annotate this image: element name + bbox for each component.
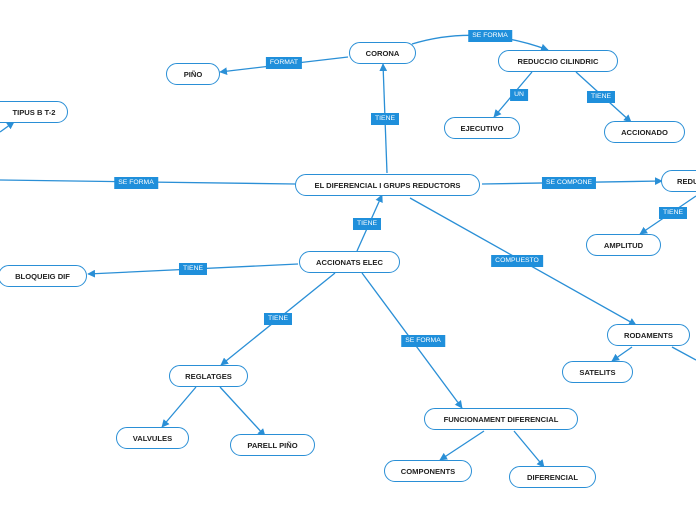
node-funcionament[interactable]: FUNCIONAMENT DIFERENCIAL xyxy=(424,408,578,430)
node-ejecutivo[interactable]: EJECUTIVO xyxy=(444,117,520,139)
node-central[interactable]: EL DIFERENCIAL I GRUPS REDUCTORS xyxy=(295,174,480,196)
tag-tiene-reglatges: TIENE xyxy=(263,313,293,325)
tag-tiene-amplitud: TIENE xyxy=(658,207,688,219)
node-corona[interactable]: CORONA xyxy=(349,42,416,64)
tag-compuesto: COMPUESTO xyxy=(491,255,543,267)
node-rodaments[interactable]: RODAMENTS xyxy=(607,324,690,346)
node-parell-pinyo[interactable]: PARELL PIÑO xyxy=(230,434,315,456)
node-accionado[interactable]: ACCIONADO xyxy=(604,121,685,143)
tag-tiene-accionado: TIENE xyxy=(586,91,616,103)
node-tipus-b[interactable]: TIPUS B T-2 xyxy=(0,101,68,123)
tag-tiene-bloqueig: TIENE xyxy=(178,263,208,275)
node-bloqueig-dif[interactable]: BLOQUEIG DIF xyxy=(0,265,87,287)
edge-left-tipusb xyxy=(0,121,15,133)
node-diferencial[interactable]: DIFERENCIAL xyxy=(509,466,596,488)
edge-rodaments-satelits xyxy=(611,346,633,362)
tag-se-compone: SE COMPONE xyxy=(541,177,597,189)
tag-tiene-accionats: TIENE xyxy=(352,218,382,230)
edge-func-diferencial xyxy=(513,430,545,468)
node-redu[interactable]: REDU xyxy=(661,170,696,192)
node-pinyo[interactable]: PIÑO xyxy=(166,63,220,85)
node-reglatges[interactable]: REGLATGES xyxy=(169,365,248,387)
edge-rodaments-right xyxy=(671,346,696,361)
edge-reglatges-valvules xyxy=(161,386,197,428)
edge-func-components xyxy=(439,430,485,461)
node-accionats-elec[interactable]: ACCIONATS ELEC xyxy=(299,251,400,273)
tag-un: UN xyxy=(510,89,528,101)
tag-se-forma-left: SE FORMA xyxy=(114,177,158,189)
node-satelits[interactable]: SATELITS xyxy=(562,361,633,383)
node-components[interactable]: COMPONENTS xyxy=(384,460,472,482)
tag-se-forma-top: SE FORMA xyxy=(468,30,512,42)
edge-reglatges-parell xyxy=(219,386,266,437)
tag-se-forma-func: SE FORMA xyxy=(401,335,445,347)
tag-format: FORMAT xyxy=(265,57,303,69)
node-valvules[interactable]: VALVULES xyxy=(116,427,189,449)
node-amplitud[interactable]: AMPLITUD xyxy=(586,234,661,256)
tag-tiene-corona: TIENE xyxy=(370,113,400,125)
node-reduccio-cilindric[interactable]: REDUCCIO CILINDRIC xyxy=(498,50,618,72)
